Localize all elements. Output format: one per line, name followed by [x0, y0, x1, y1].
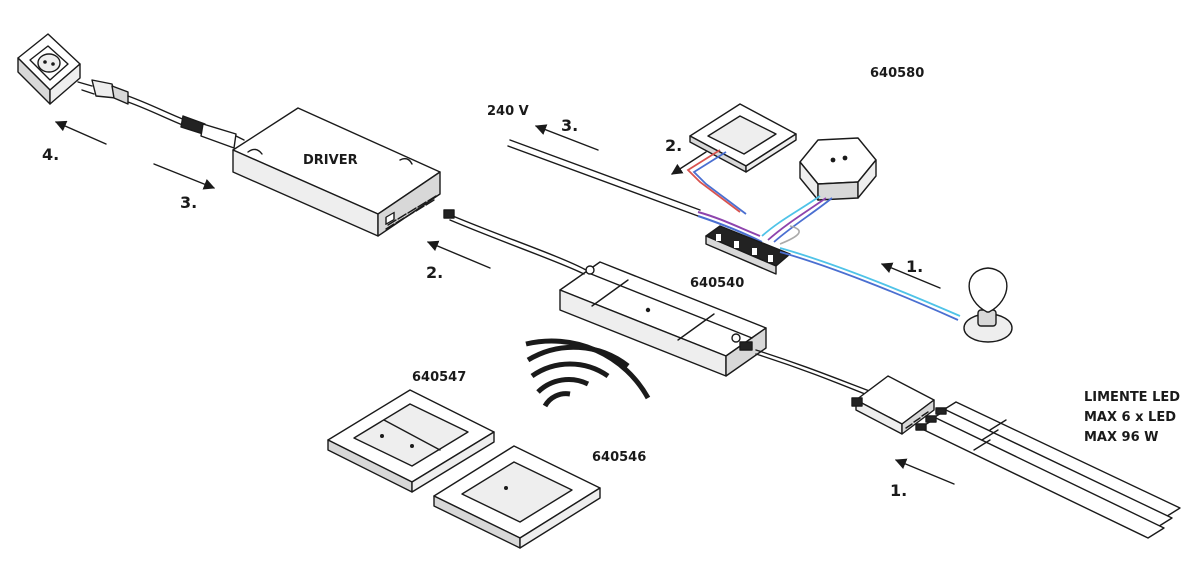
double-switch-code: 640547 [412, 370, 466, 385]
wall-switch-single [433, 445, 601, 549]
driver-unit: DRIVER [232, 107, 441, 237]
led-hub [851, 375, 935, 435]
mains-cable [507, 139, 763, 243]
wall-switch-small [689, 103, 797, 173]
step-controller: 2. [426, 263, 443, 282]
step-socket: 4. [42, 145, 59, 164]
voltage-label: 240 V [487, 104, 529, 119]
wireless-signal-icon [525, 338, 651, 408]
led-strips [915, 401, 1181, 539]
step-switch: 2. [665, 136, 682, 155]
step-arrows [54, 120, 955, 485]
controller-code: 640540 [690, 276, 744, 291]
driver-label: DRIVER [303, 153, 358, 168]
step-bulb: 1. [906, 257, 923, 276]
led-label-line3: MAX 96 W [1084, 430, 1159, 445]
light-bulb-icon [963, 267, 1013, 343]
wall-switch-double [327, 389, 495, 493]
driver-output-ports [385, 211, 395, 225]
single-switch-code: 640546 [592, 450, 646, 465]
controller-unit [559, 261, 767, 377]
junction-box-icon [799, 137, 877, 201]
step-led: 1. [890, 481, 907, 500]
led-label-line1: LIMENTE LED [1084, 390, 1180, 405]
led-label-line2: MAX 6 x LED [1084, 410, 1176, 425]
junction-box-code: 640580 [870, 66, 924, 81]
terminal-blocks [705, 225, 791, 275]
step-mains: 3. [561, 116, 578, 135]
plug-icon [77, 79, 245, 149]
step-driver: 3. [180, 193, 197, 212]
wall-socket-icon [17, 33, 81, 105]
